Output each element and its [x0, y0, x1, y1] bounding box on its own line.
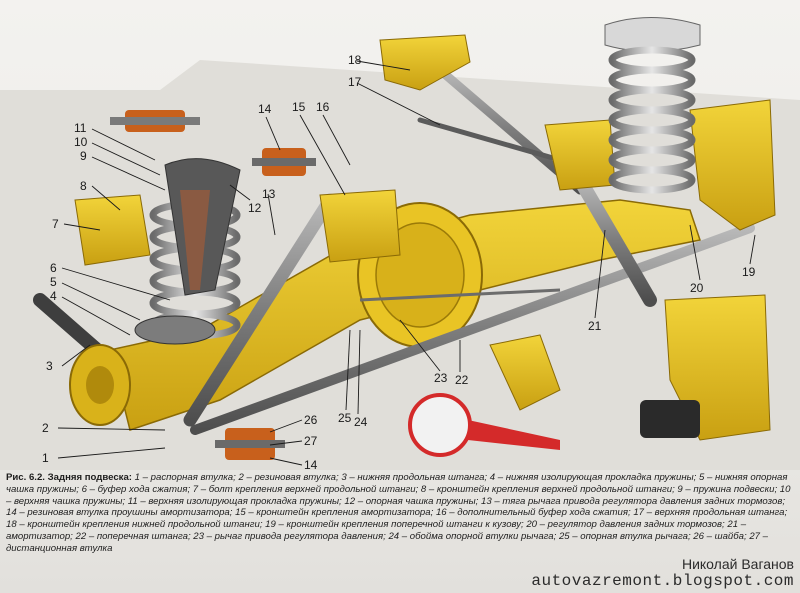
callout-15: 15 — [292, 100, 306, 114]
upper-longitudinal-bar — [417, 117, 563, 163]
shock-absorber-right — [573, 173, 657, 307]
callout-4: 4 — [50, 289, 57, 303]
figure-caption-text: 1 – распорная втулка; 2 – резиновая втул… — [6, 472, 791, 554]
left-hub-center — [86, 366, 114, 404]
rear-suspension-illustration: 1 2 3 4 5 6 7 8 9 10 11 12 13 14 15 16 1… — [33, 17, 776, 470]
bracket-lower-rod — [379, 34, 471, 91]
regulator-lever — [359, 288, 561, 302]
callout-11: 11 — [74, 121, 87, 135]
bracket-transverse-bar — [689, 99, 776, 231]
callout-7: 7 — [52, 217, 59, 231]
callout-8: 8 — [80, 179, 87, 193]
left-coil-spring — [134, 158, 241, 345]
figure-caption: Рис. 6.2. Задняя подвеска: 1 – распорная… — [6, 472, 796, 555]
callout-3: 3 — [46, 359, 53, 373]
callout-22: 22 — [455, 373, 469, 387]
leader-lines — [57, 60, 756, 466]
callout-20: 20 — [690, 281, 704, 295]
bushing-detail-top — [110, 110, 200, 132]
callout-12: 12 — [248, 201, 262, 215]
callout-13: 13 — [262, 187, 276, 201]
brake-regulator — [489, 334, 561, 411]
callout-21: 21 — [588, 319, 602, 333]
callout-17: 17 — [348, 75, 362, 89]
callout-16: 16 — [316, 100, 330, 114]
callout-25: 25 — [338, 411, 352, 425]
watermark: Николай Ваганов autovazremont.blogspot.c… — [531, 556, 794, 590]
callout-9: 9 — [80, 149, 87, 163]
callout-10: 10 — [74, 135, 88, 149]
callout-19: 19 — [742, 265, 756, 279]
callout-14: 14 — [258, 102, 272, 116]
shock-bracket-left — [319, 189, 401, 263]
callout-2: 2 — [42, 421, 49, 435]
right-coil-spring — [604, 17, 701, 194]
bushing-detail-dark — [640, 400, 700, 438]
regulator-inset-circle — [408, 393, 472, 457]
callout-24: 24 — [354, 415, 368, 429]
shock-absorber-left — [183, 193, 337, 427]
callout-26: 26 — [304, 413, 318, 427]
figure-caption-label: Рис. 6.2. Задняя подвеска: — [6, 472, 132, 483]
callout-23: 23 — [434, 371, 448, 385]
callout-5: 5 — [50, 275, 57, 289]
callout-1: 1 — [42, 451, 49, 465]
watermark-author: Николай Ваганов — [681, 556, 794, 572]
callout-18: 18 — [348, 53, 362, 67]
callout-6: 6 — [50, 261, 57, 275]
bushing-detail-14 — [252, 148, 316, 176]
callout-14-lower: 14 — [304, 458, 318, 470]
watermark-site: autovazremont.blogspot.com — [531, 572, 794, 590]
regulator-inset-pointer — [468, 420, 560, 450]
bushing-detail-bottom — [215, 428, 285, 460]
callout-27: 27 — [304, 434, 318, 448]
upper-rod-bracket — [74, 194, 151, 266]
